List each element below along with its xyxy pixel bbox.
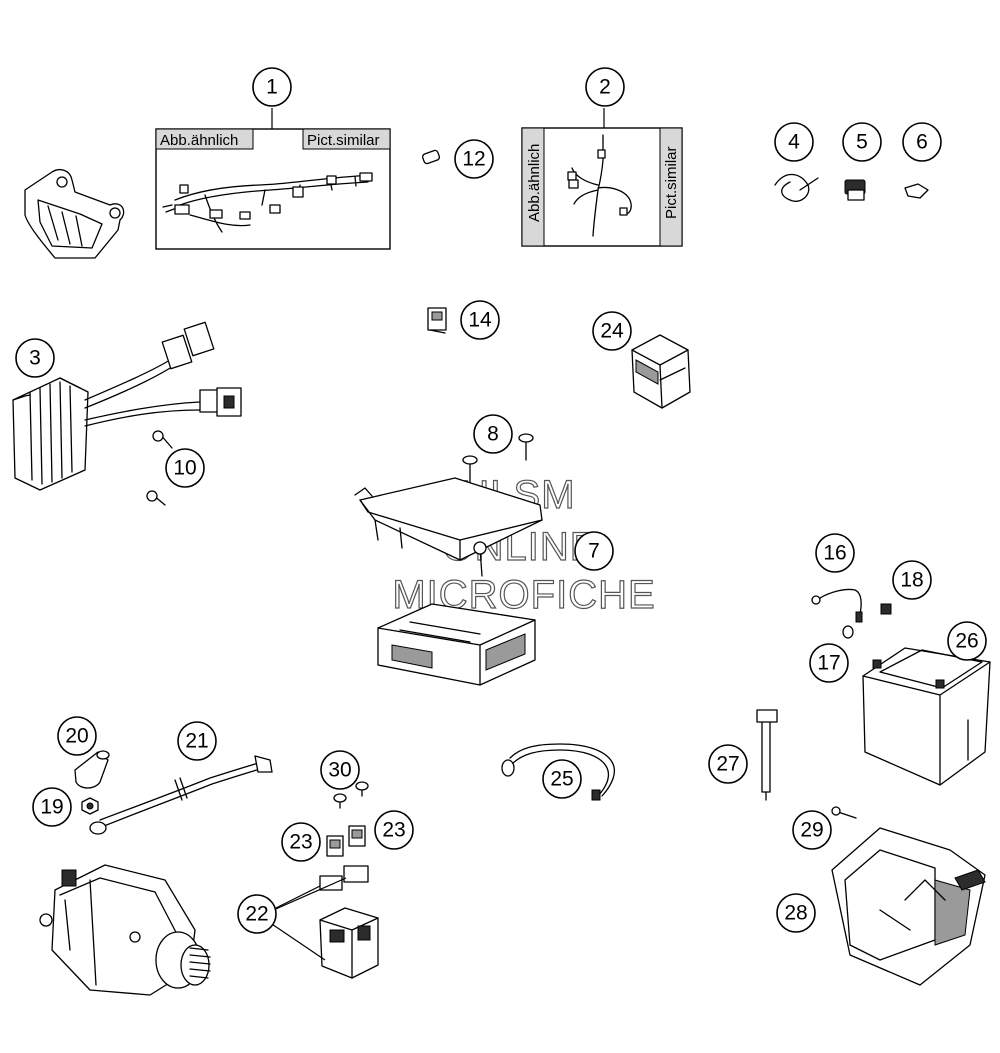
callout-18: 18 xyxy=(892,560,932,600)
svg-text:23: 23 xyxy=(382,819,405,842)
callout-1: 1 xyxy=(252,67,292,107)
callout-24: 24 xyxy=(592,311,632,351)
harness-1-label-de: Abb.ähnlich xyxy=(160,132,238,149)
part-2-sub-wiring-harness: Abb.ähnlich Pict.similar xyxy=(521,108,683,247)
part-25-ground-cable xyxy=(501,743,616,801)
svg-text:10: 10 xyxy=(173,457,196,480)
callout-5: 5 xyxy=(842,122,882,162)
callout-26: 26 xyxy=(947,621,987,661)
callout-7: 7 xyxy=(574,531,614,571)
callout-14: 14 xyxy=(460,300,500,340)
starter-motor xyxy=(39,864,211,996)
callout-3: 3 xyxy=(15,338,55,378)
svg-text:3: 3 xyxy=(29,347,41,370)
svg-text:23: 23 xyxy=(289,831,312,854)
part-27-strap xyxy=(756,709,778,801)
ecu-unit xyxy=(377,603,536,686)
svg-text:27: 27 xyxy=(716,753,739,776)
svg-text:12: 12 xyxy=(462,148,485,171)
harness-1-label-en: Pict.similar xyxy=(307,132,380,149)
callout-20: 20 xyxy=(57,716,97,756)
svg-text:1: 1 xyxy=(266,76,278,99)
svg-text:18: 18 xyxy=(900,569,923,592)
svg-text:25: 25 xyxy=(550,768,573,791)
callout-28: 28 xyxy=(776,893,816,933)
part-3-voltage-regulator xyxy=(12,321,242,491)
callout-25: 25 xyxy=(542,759,582,799)
svg-text:21: 21 xyxy=(185,730,208,753)
callout-23-a: 23 xyxy=(281,822,321,862)
part-6-clip xyxy=(904,183,929,199)
callout-19: 19 xyxy=(32,787,72,827)
part-28-battery-holder xyxy=(831,827,986,986)
part-7-ecu-holder xyxy=(354,477,543,577)
callout-4: 4 xyxy=(774,122,814,162)
svg-text:14: 14 xyxy=(468,309,492,332)
callout-22: 22 xyxy=(237,894,277,934)
part-17-washer xyxy=(842,625,854,639)
callout-17: 17 xyxy=(809,643,849,683)
svg-text:22: 22 xyxy=(245,903,268,926)
part-1-main-wiring-harness: Abb.ähnlich Pict.similar xyxy=(155,108,391,250)
part-23-fuses xyxy=(326,825,366,857)
part-30-bolts xyxy=(333,781,369,809)
callout-8: 8 xyxy=(473,414,513,454)
callout-29: 29 xyxy=(792,810,832,850)
callout-27: 27 xyxy=(708,744,748,784)
svg-text:2: 2 xyxy=(599,76,611,99)
part-20-terminal-cap xyxy=(74,750,110,789)
svg-text:20: 20 xyxy=(65,725,88,748)
callout-30: 30 xyxy=(320,750,360,790)
svg-text:28: 28 xyxy=(784,902,807,925)
bracket-plate xyxy=(24,169,125,259)
svg-text:6: 6 xyxy=(916,131,928,154)
svg-text:5: 5 xyxy=(856,131,868,154)
part-19-nut xyxy=(81,797,99,815)
svg-text:30: 30 xyxy=(328,759,351,782)
callout-2: 2 xyxy=(585,67,625,107)
svg-text:4: 4 xyxy=(788,131,800,154)
svg-text:26: 26 xyxy=(955,630,978,653)
callout-12: 12 xyxy=(454,139,494,179)
part-10-bolts xyxy=(146,430,173,506)
harness-2-label-de: Abb.ähnlich xyxy=(526,144,543,222)
svg-text:7: 7 xyxy=(588,540,600,563)
svg-text:16: 16 xyxy=(823,542,846,565)
part-22-starter-relay xyxy=(319,865,379,979)
svg-text:24: 24 xyxy=(600,320,624,343)
callout-6: 6 xyxy=(902,122,942,162)
part-8-screws xyxy=(462,433,534,485)
part-5-clip xyxy=(844,179,866,201)
part-26-battery xyxy=(862,647,991,786)
harness-2-label-en: Pict.similar xyxy=(663,146,680,219)
part-18-bolt xyxy=(880,603,892,615)
callout-23-b: 23 xyxy=(374,810,414,850)
svg-text:8: 8 xyxy=(487,423,499,446)
part-21-starter-cable xyxy=(89,755,273,835)
part-14-connector xyxy=(427,307,447,334)
svg-text:19: 19 xyxy=(40,796,63,819)
part-4-cable-tie xyxy=(774,173,819,202)
part-16-ground-cable xyxy=(811,588,863,623)
part-12-bulb xyxy=(421,149,441,165)
svg-text:29: 29 xyxy=(800,819,823,842)
callout-16: 16 xyxy=(815,533,855,573)
part-24-relay xyxy=(631,334,691,409)
svg-text:17: 17 xyxy=(817,652,840,675)
callout-21: 21 xyxy=(177,721,217,761)
callout-10: 10 xyxy=(165,448,205,488)
part-29-bolt xyxy=(831,806,857,819)
